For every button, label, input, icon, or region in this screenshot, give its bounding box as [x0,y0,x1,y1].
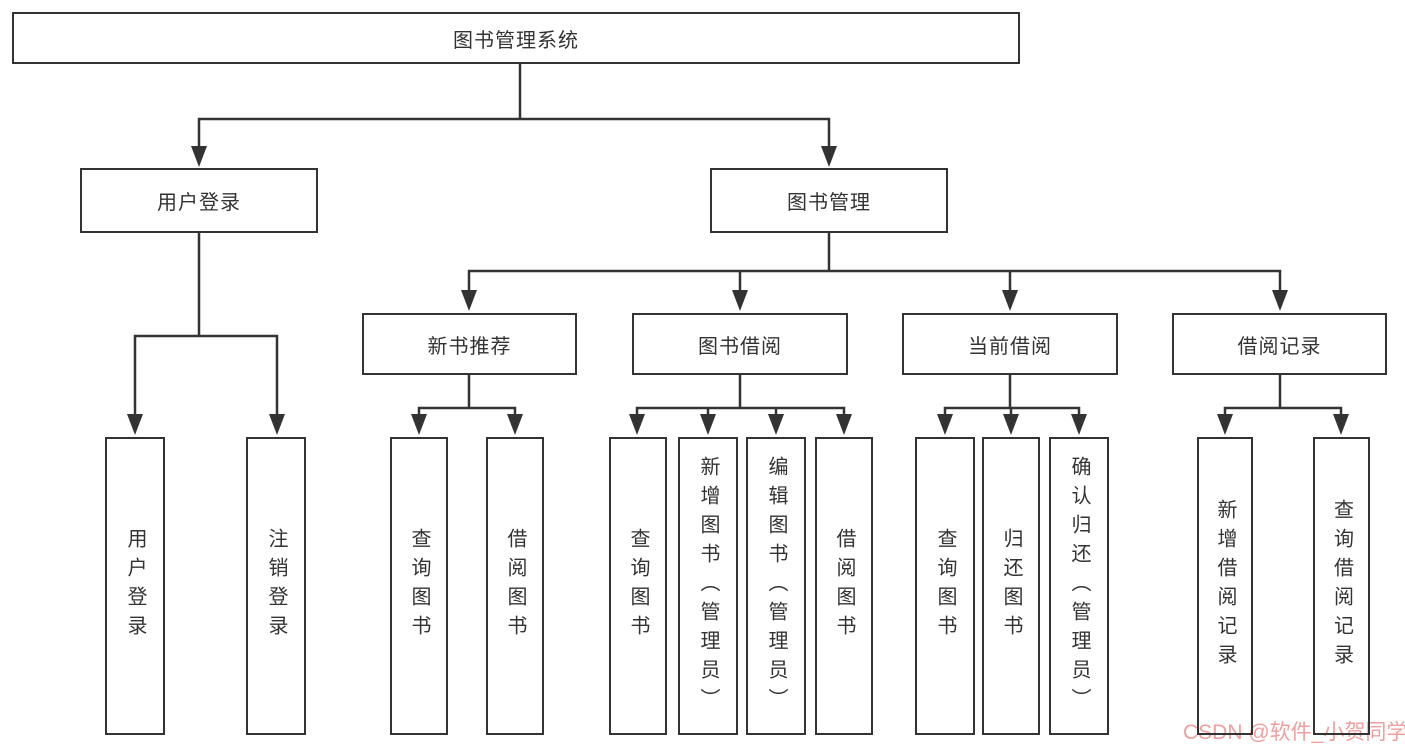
leaf-query-book-recommend: 查询图书 [390,437,448,735]
leaf-query-borrow-record: 查询借阅记录 [1313,437,1370,735]
node-book-management-label: 图书管理 [787,192,871,214]
arrowhead-icons [127,146,1349,435]
node-root: 图书管理系统 [12,12,1020,64]
node-current-borrowing: 当前借阅 [902,313,1118,375]
node-book-borrowing-label: 图书借阅 [698,335,782,358]
leaf-borrow-book-recommend-label: 借阅图书 [504,528,526,644]
watermark: CSDN @软件_小贺同学 [1183,721,1405,744]
leaf-query-borrow-record-label: 查询借阅记录 [1330,499,1353,673]
leaf-query-book-current: 查询图书 [915,437,975,735]
leaf-add-borrow-record-label: 新增借阅记录 [1214,499,1236,673]
leaf-return-book-label: 归还图书 [1000,528,1022,644]
node-user-login: 用户登录 [80,168,318,233]
leaf-borrow-book: 借阅图书 [815,437,873,735]
leaf-query-book-recommend-label: 查询图书 [408,528,430,644]
leaf-user-login-label: 用户登录 [124,528,146,644]
leaf-return-book: 归还图书 [982,437,1040,735]
node-borrow-records: 借阅记录 [1172,313,1387,375]
leaf-user-login: 用户登录 [105,437,165,735]
leaf-logout: 注销登录 [246,437,306,735]
leaf-edit-book-admin: 编辑图书（管理员） [746,437,806,735]
leaf-add-borrow-record: 新增借阅记录 [1197,437,1253,735]
connector-paths [133,62,1343,419]
leaf-confirm-return-admin-label: 确认归还（管理员） [1068,455,1090,717]
leaf-query-book-borrowing: 查询图书 [609,437,667,735]
leaf-confirm-return-admin: 确认归还（管理员） [1049,437,1109,735]
leaf-add-book-admin: 新增图书（管理员） [678,437,738,735]
leaf-borrow-book-recommend: 借阅图书 [486,437,544,735]
leaf-add-book-admin-label: 新增图书（管理员） [697,455,719,717]
leaf-query-book-current-label: 查询图书 [934,528,956,644]
node-borrow-records-label: 借阅记录 [1237,335,1322,358]
leaf-edit-book-admin-label: 编辑图书（管理员） [765,455,787,717]
node-book-borrowing: 图书借阅 [632,313,848,375]
node-user-login-label: 用户登录 [157,192,241,214]
leaf-logout-label: 注销登录 [265,528,287,644]
node-new-book-recommend-label: 新书推荐 [427,335,512,358]
node-current-borrowing-label: 当前借阅 [968,335,1052,358]
node-new-book-recommend: 新书推荐 [362,313,577,375]
node-book-management: 图书管理 [710,168,948,233]
leaf-borrow-book-label: 借阅图书 [833,528,855,644]
node-root-label: 图书管理系统 [453,29,579,52]
leaf-query-book-borrowing-label: 查询图书 [627,528,649,644]
